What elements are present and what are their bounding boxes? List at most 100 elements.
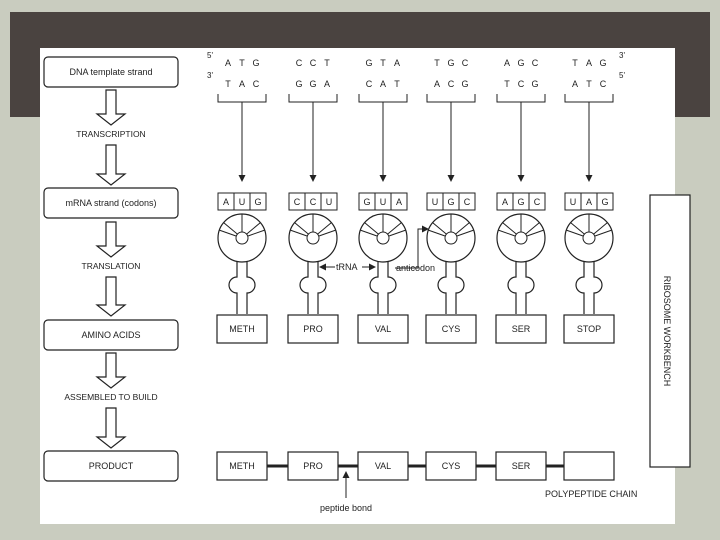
flow-step-label-2: ASSEMBLED TO BUILD bbox=[64, 392, 157, 402]
mrna-base: A bbox=[396, 197, 402, 207]
mrna-base: A bbox=[223, 197, 229, 207]
mrna-base: C bbox=[294, 197, 301, 207]
coding-base: T bbox=[324, 58, 330, 68]
amino-acid-label: PRO bbox=[303, 324, 323, 334]
coding-base: A bbox=[394, 58, 400, 68]
anticodon-divider bbox=[223, 222, 238, 235]
template-base: T bbox=[586, 79, 592, 89]
strand-end-label: 3' bbox=[207, 71, 213, 80]
anticodon-divider bbox=[388, 229, 407, 237]
template-base: A bbox=[324, 79, 330, 89]
coding-base: A bbox=[586, 58, 592, 68]
coding-base: G bbox=[365, 58, 372, 68]
mrna-base: U bbox=[326, 197, 333, 207]
mrna-codon-box bbox=[320, 192, 338, 211]
coding-base: G bbox=[517, 58, 524, 68]
anticodon-divider bbox=[593, 222, 608, 235]
trna-hub bbox=[514, 231, 528, 245]
coding-base: T bbox=[380, 58, 386, 68]
flow-box-label-3: PRODUCT bbox=[89, 461, 134, 471]
polypeptide-chain-label: POLYPEPTIDE CHAIN bbox=[545, 489, 637, 499]
mrna-base: U bbox=[570, 197, 577, 207]
anticodon-divider bbox=[594, 229, 613, 237]
coding-base: G bbox=[599, 58, 606, 68]
flow-arrow-5 bbox=[95, 407, 127, 449]
coding-base: C bbox=[310, 58, 317, 68]
amino-acid-label: STOP bbox=[577, 324, 601, 334]
anticodon-divider bbox=[364, 222, 379, 235]
coding-base: A bbox=[225, 58, 231, 68]
template-base: A bbox=[239, 79, 245, 89]
anticodon-divider bbox=[294, 222, 309, 235]
mrna-base: G bbox=[517, 197, 524, 207]
anticodon-divider bbox=[456, 229, 475, 237]
amino-acid-label: CYS bbox=[442, 324, 461, 334]
template-base: A bbox=[572, 79, 578, 89]
mrna-base: G bbox=[601, 197, 608, 207]
template-base: G bbox=[309, 79, 316, 89]
trna-stem bbox=[299, 261, 327, 314]
flow-box-label-0: DNA template strand bbox=[69, 67, 152, 77]
trna-stem bbox=[369, 261, 397, 314]
flow-step-label-1: TRANSLATION bbox=[82, 261, 141, 271]
anticodon-label: anticodon bbox=[396, 263, 435, 273]
anticodon-divider bbox=[289, 229, 308, 237]
chain-box bbox=[357, 451, 409, 481]
flow-arrow-4 bbox=[95, 352, 127, 389]
chain-box bbox=[425, 451, 477, 481]
mrna-base: G bbox=[447, 197, 454, 207]
chain-label: VAL bbox=[375, 461, 391, 471]
amino-acid-box bbox=[357, 314, 409, 344]
chain-box bbox=[563, 451, 615, 481]
template-base: C bbox=[448, 79, 455, 89]
flow-box-2 bbox=[43, 319, 179, 351]
flow-box-1 bbox=[43, 187, 179, 219]
amino-acid-box bbox=[216, 314, 268, 344]
template-base: G bbox=[461, 79, 468, 89]
chain-box bbox=[216, 451, 268, 481]
chain-label: PRO bbox=[303, 461, 323, 471]
anticodon-divider bbox=[318, 229, 337, 237]
mrna-base: G bbox=[254, 197, 261, 207]
flow-box-0 bbox=[43, 56, 179, 88]
flow-arrow-0 bbox=[95, 89, 127, 126]
anticodon-divider bbox=[359, 229, 378, 237]
anticodon-divider bbox=[317, 222, 332, 235]
mrna-base: U bbox=[239, 197, 246, 207]
mrna-codon-box bbox=[458, 192, 476, 211]
flow-arrow-2 bbox=[95, 221, 127, 258]
anticodon-divider bbox=[246, 222, 261, 235]
flow-box-3 bbox=[43, 450, 179, 482]
template-base: T bbox=[225, 79, 231, 89]
anticodon-divider bbox=[570, 222, 585, 235]
flow-step-label-0: TRANSCRIPTION bbox=[76, 129, 145, 139]
mrna-codon-box bbox=[596, 192, 614, 211]
mrna-base: A bbox=[586, 197, 592, 207]
mrna-codon-box bbox=[390, 192, 408, 211]
anticodon-divider bbox=[565, 229, 584, 237]
chain-label: SER bbox=[512, 461, 531, 471]
template-base: C bbox=[600, 79, 607, 89]
template-base: C bbox=[518, 79, 525, 89]
diagram-panel bbox=[40, 48, 675, 524]
strand-end-label: 5' bbox=[207, 51, 213, 60]
mrna-codon-box bbox=[249, 192, 267, 211]
template-base: C bbox=[253, 79, 260, 89]
anticodon-divider bbox=[247, 229, 266, 237]
mrna-base: A bbox=[502, 197, 508, 207]
anticodon-divider bbox=[432, 222, 447, 235]
amino-acid-label: METH bbox=[229, 324, 255, 334]
trna-stem bbox=[507, 261, 535, 314]
trna-hub bbox=[235, 231, 249, 245]
chain-box bbox=[495, 451, 547, 481]
strand-end-label: 5' bbox=[619, 71, 625, 80]
trna-stem bbox=[228, 261, 256, 314]
ribosome-workbench-box bbox=[649, 194, 691, 468]
mrna-base: G bbox=[363, 197, 370, 207]
coding-base: T bbox=[572, 58, 578, 68]
